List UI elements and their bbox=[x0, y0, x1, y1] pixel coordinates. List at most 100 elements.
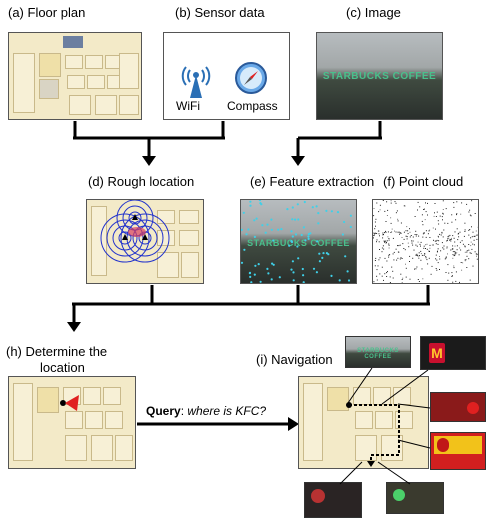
keypoint bbox=[264, 231, 267, 234]
cloud-point bbox=[438, 240, 440, 242]
cloud-point bbox=[418, 255, 420, 257]
cloud-point bbox=[378, 241, 380, 243]
cloud-point bbox=[452, 248, 454, 250]
cloud-point bbox=[466, 255, 468, 257]
cloud-point bbox=[451, 276, 453, 277]
cloud-point bbox=[392, 270, 394, 272]
cloud-point bbox=[392, 237, 394, 239]
keypoint bbox=[330, 210, 333, 213]
keypoint bbox=[321, 256, 324, 259]
keypoint bbox=[322, 252, 325, 255]
cloud-point bbox=[415, 235, 417, 237]
cloud-point bbox=[403, 205, 405, 207]
cloud-point bbox=[382, 234, 384, 236]
keypoint bbox=[249, 200, 252, 203]
cloud-point bbox=[425, 202, 426, 204]
cloud-point bbox=[438, 236, 439, 238]
cloud-point bbox=[455, 280, 457, 282]
cloud-point bbox=[412, 244, 414, 246]
cloud-point bbox=[391, 228, 393, 230]
cloud-point bbox=[394, 230, 395, 232]
nav-thumb-shop-right bbox=[386, 482, 444, 514]
cloud-point bbox=[427, 263, 429, 265]
cloud-point bbox=[427, 202, 428, 204]
nav-thumb-shop-left bbox=[304, 482, 362, 518]
cloud-point bbox=[390, 232, 392, 233]
cloud-point bbox=[386, 241, 387, 243]
cloud-point bbox=[472, 243, 474, 245]
cloud-point bbox=[439, 269, 440, 270]
cloud-point bbox=[464, 231, 466, 232]
cloud-point bbox=[388, 243, 390, 245]
cloud-point bbox=[446, 240, 448, 242]
cloud-point bbox=[421, 254, 423, 256]
cloud-point bbox=[395, 248, 397, 250]
cloud-point bbox=[409, 255, 411, 257]
keypoint bbox=[301, 267, 304, 271]
cloud-point bbox=[460, 213, 462, 215]
cloud-point bbox=[468, 229, 470, 231]
cloud-point bbox=[381, 266, 383, 268]
cloud-point bbox=[388, 256, 390, 258]
feature-extraction-panel: STARBUCKS COFFEE bbox=[240, 199, 357, 284]
keypoint bbox=[286, 208, 289, 211]
cloud-point bbox=[473, 235, 475, 237]
cloud-point bbox=[409, 236, 411, 238]
cloud-point bbox=[373, 208, 375, 209]
cloud-point bbox=[451, 214, 453, 216]
cloud-point bbox=[437, 220, 439, 222]
cloud-point bbox=[393, 251, 395, 253]
cloud-point bbox=[435, 228, 436, 230]
keypoint-overlay bbox=[241, 200, 352, 283]
shop-red-logo-icon bbox=[467, 402, 479, 414]
cloud-point bbox=[433, 215, 435, 217]
cloud-point bbox=[423, 232, 425, 234]
cloud-point bbox=[429, 251, 430, 252]
cloud-point bbox=[470, 241, 472, 243]
cloud-point bbox=[376, 202, 378, 204]
cloud-point bbox=[397, 220, 399, 222]
cloud-point bbox=[453, 202, 455, 204]
compass-label: Compass bbox=[227, 99, 278, 113]
cloud-point bbox=[406, 236, 408, 238]
cloud-point bbox=[385, 240, 387, 242]
cloud-point bbox=[375, 257, 377, 259]
cloud-point bbox=[464, 229, 466, 231]
cloud-point bbox=[376, 275, 378, 277]
cloud-point bbox=[435, 243, 437, 245]
cloud-point bbox=[418, 257, 420, 259]
cloud-point bbox=[411, 240, 413, 242]
cloud-point bbox=[425, 257, 427, 259]
keypoint bbox=[315, 205, 318, 208]
cloud-point bbox=[392, 277, 394, 279]
cloud-point bbox=[412, 257, 414, 259]
cloud-point bbox=[400, 257, 402, 259]
keypoint bbox=[280, 228, 283, 231]
cloud-point bbox=[382, 200, 384, 201]
cloud-point bbox=[466, 203, 468, 205]
cloud-point bbox=[454, 253, 456, 255]
cloud-point bbox=[468, 249, 470, 251]
cloud-point bbox=[419, 206, 421, 208]
cloud-point bbox=[387, 271, 388, 273]
cloud-point bbox=[381, 247, 383, 249]
cloud-point bbox=[454, 245, 456, 247]
cloud-point bbox=[455, 253, 457, 255]
cloud-point bbox=[446, 247, 448, 249]
keypoint bbox=[317, 222, 320, 225]
compass-icon bbox=[234, 61, 268, 95]
nav-thumb-kfc bbox=[430, 432, 486, 470]
keypoint bbox=[254, 264, 257, 267]
storefront-image-panel: STARBUCKS COFFEE bbox=[316, 32, 443, 120]
cloud-point bbox=[452, 251, 454, 253]
cloud-point bbox=[423, 254, 425, 256]
cloud-point bbox=[418, 255, 420, 256]
cloud-point bbox=[434, 203, 436, 204]
keypoint bbox=[307, 235, 310, 238]
cloud-point bbox=[439, 258, 441, 260]
cloud-point bbox=[397, 231, 399, 233]
cloud-point bbox=[401, 237, 403, 238]
cloud-point bbox=[374, 221, 376, 223]
cloud-point bbox=[458, 254, 460, 256]
cloud-point bbox=[461, 240, 463, 242]
